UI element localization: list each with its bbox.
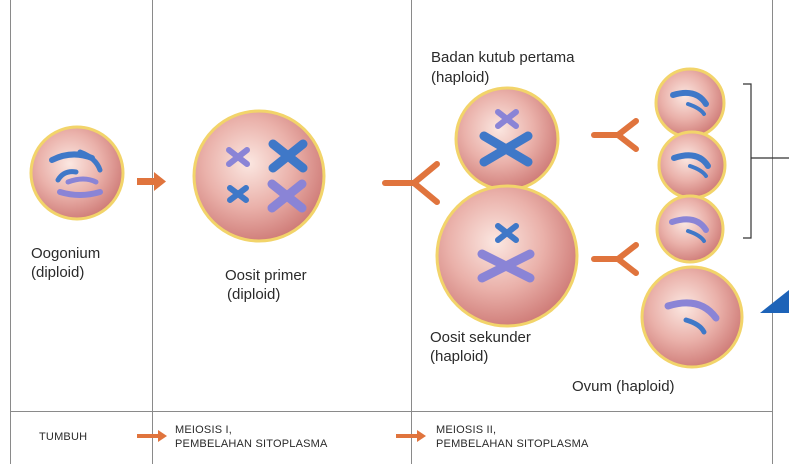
- arrow-meiosis2-polar: [591, 118, 639, 152]
- first-polar-body-label: Badan kutub pertama: [431, 49, 575, 66]
- stage-meiosis2-title: MEIOSIS II,: [436, 424, 497, 436]
- primary-oocyte-cell: [192, 109, 326, 243]
- polar-bodies-bracket: [743, 83, 789, 239]
- ovum-cell: [640, 265, 744, 369]
- stage-meiosis2-subtitle: PEMBELAHAN SITOPLASMA: [436, 438, 589, 450]
- polar-body-2: [657, 130, 727, 200]
- stage-meiosis1-subtitle: PEMBELAHAN SITOPLASMA: [175, 438, 328, 450]
- first-polar-body-ploidy-label: (haploid): [431, 69, 490, 86]
- stage-arrow-2: [396, 430, 426, 442]
- secondary-oocyte-cell: [435, 184, 579, 328]
- stage-meiosis1-title: MEIOSIS I,: [175, 424, 233, 436]
- polar-body-3: [655, 194, 725, 264]
- primary-oocyte-label: Oosit primer: [225, 267, 307, 284]
- secondary-oocyte-label: Oosit sekunder: [430, 329, 531, 346]
- oogonium-label: Oogonium: [31, 245, 101, 262]
- oogonium-ploidy-label: (diploid): [31, 264, 85, 281]
- oogonium-cell: [29, 125, 125, 221]
- arrow-meiosis1-fork: [382, 161, 440, 205]
- first-polar-body-cell: [454, 86, 560, 192]
- primary-oocyte-ploidy-label: (diploid): [227, 286, 281, 303]
- panel-frame: [10, 0, 773, 464]
- polar-body-1: [654, 67, 726, 139]
- ovum-pointer: [760, 290, 789, 313]
- ovum-label: Ovum (haploid): [572, 378, 675, 395]
- arrow-meiosis2-oocyte: [591, 242, 639, 276]
- stage-arrow-1: [137, 430, 167, 442]
- secondary-oocyte-ploidy-label: (haploid): [430, 348, 489, 365]
- primary-oocyte-chromosomes: [226, 139, 308, 213]
- stage-growth-label: TUMBUH: [39, 431, 88, 443]
- arrow-growth: [137, 172, 166, 191]
- oogonium-chromosomes: [49, 149, 103, 198]
